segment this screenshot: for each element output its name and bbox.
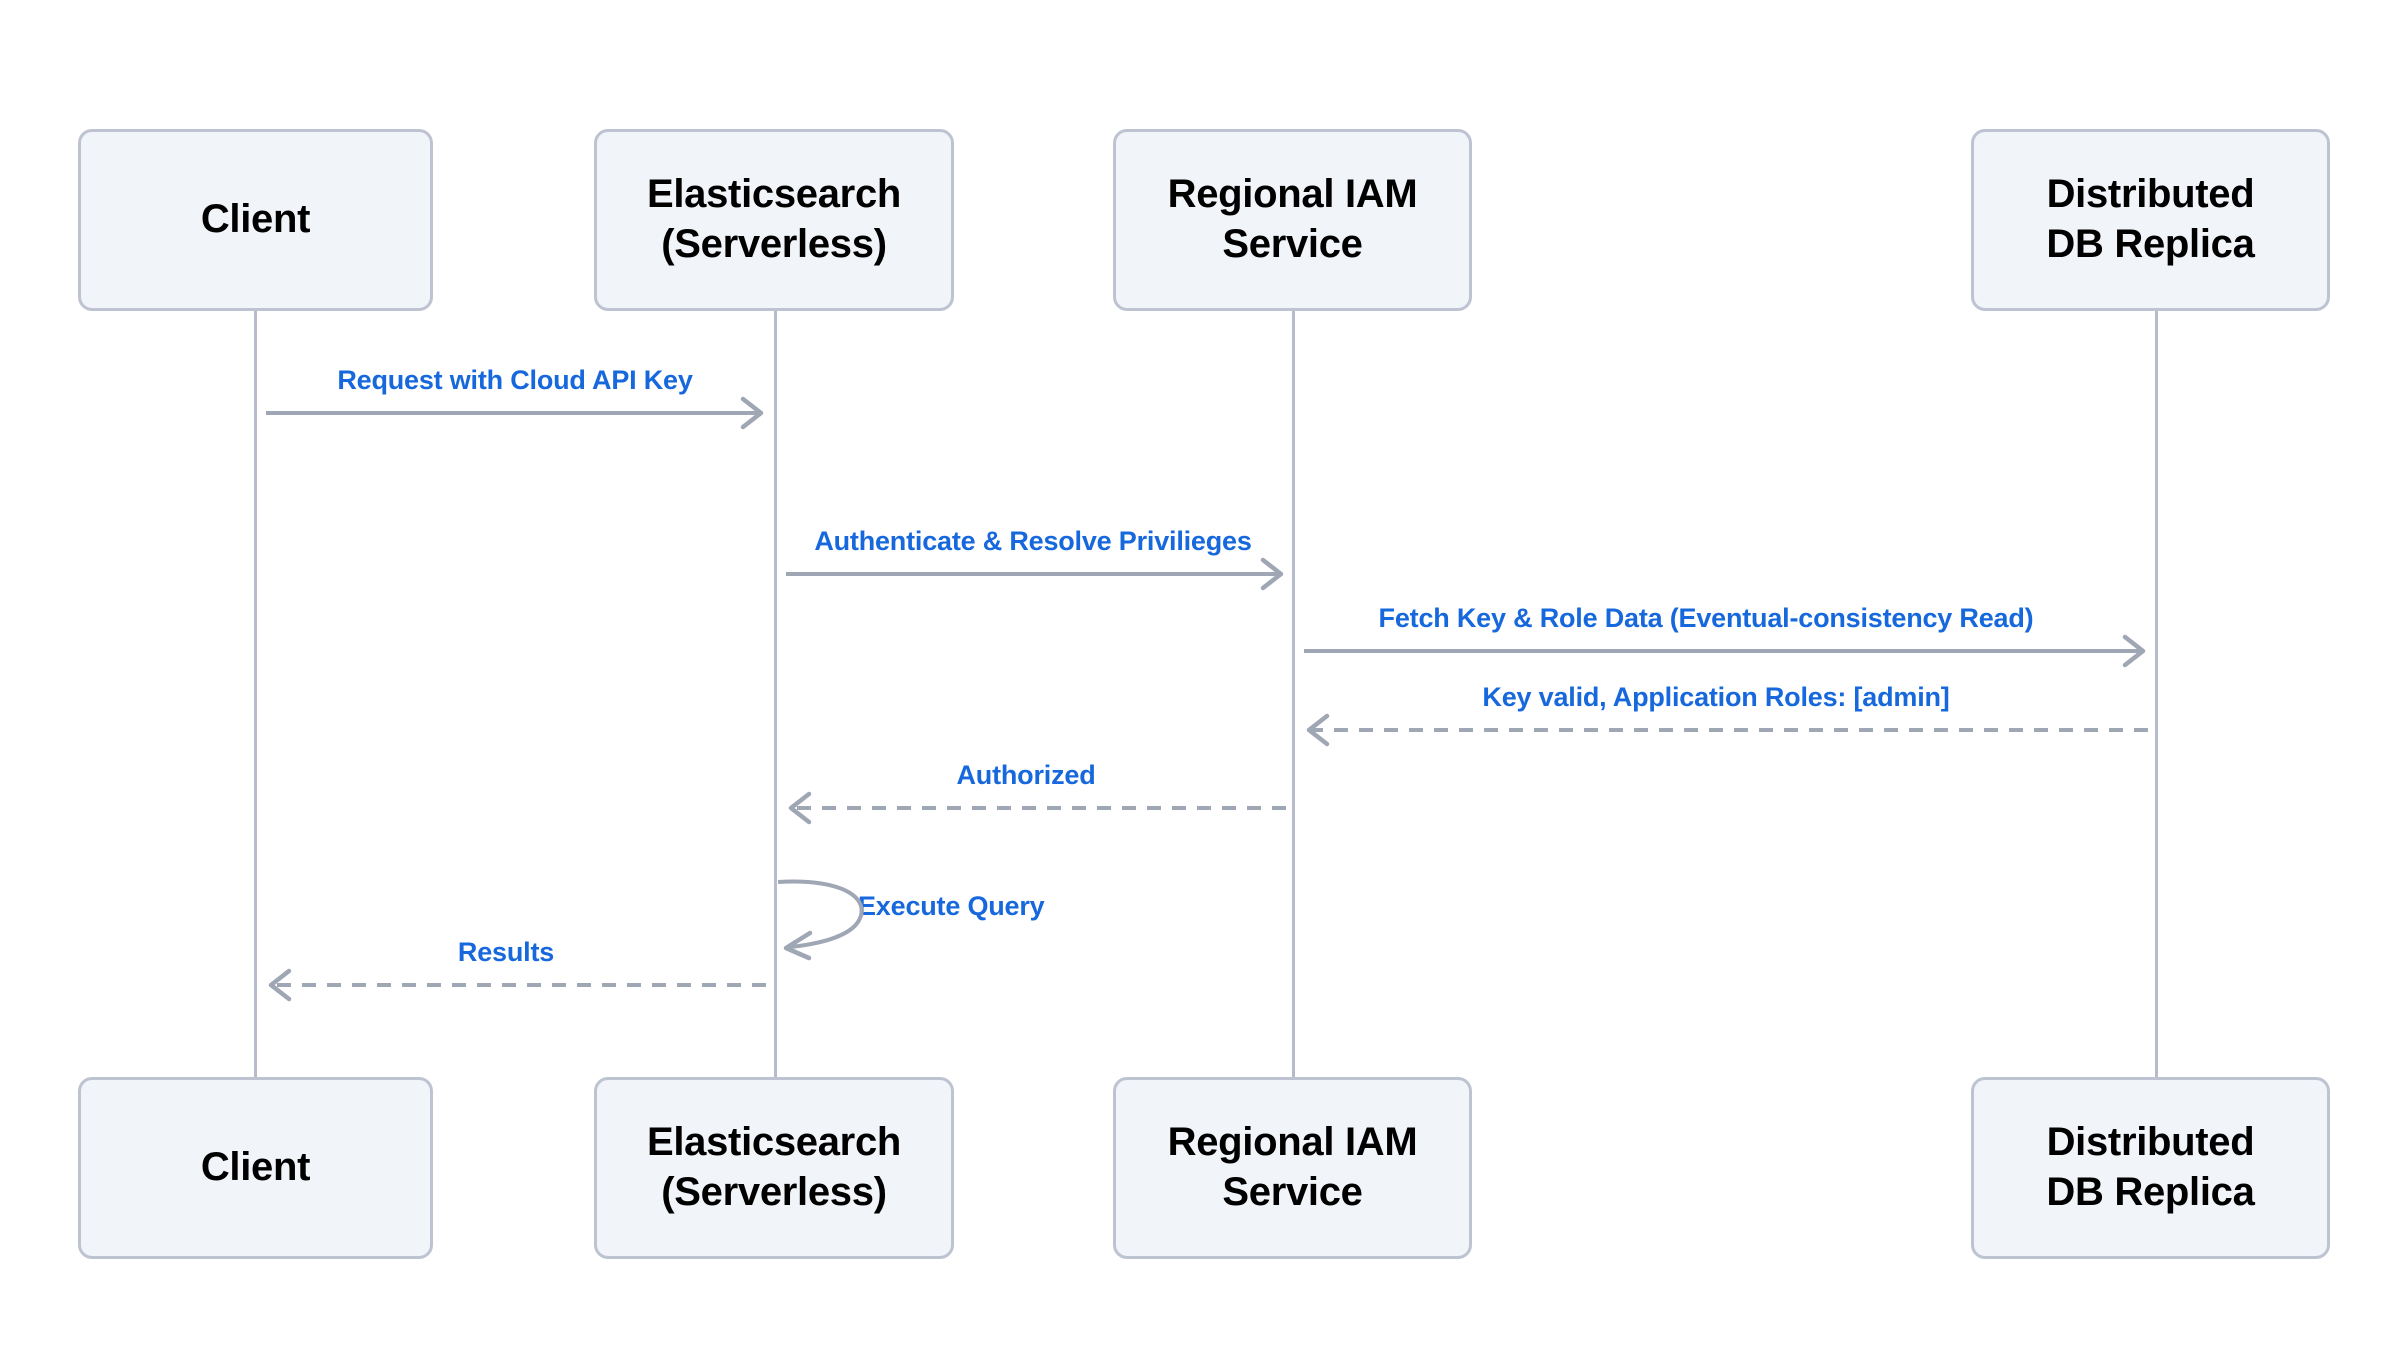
participant-elasticsearch-bottom[interactable]: Elasticsearch (Serverless)	[594, 1077, 954, 1259]
message-arrow-execute-query-self-loop	[777, 879, 864, 961]
lifeline-db	[2155, 310, 2158, 1090]
participant-db-bottom[interactable]: Distributed DB Replica	[1971, 1077, 2330, 1259]
participant-client-top[interactable]: Client	[78, 129, 433, 311]
message-label-results: Results	[457, 937, 555, 967]
message-arrow-request-with-cloud-api-key	[266, 396, 764, 430]
message-arrow-results	[268, 968, 766, 1002]
participant-label: Client	[200, 1145, 311, 1190]
message-arrow-key-valid-application-roles	[1306, 713, 2148, 747]
message-arrow-fetch-key-role-data	[1304, 634, 2146, 668]
participant-label: Regional IAM Service	[1167, 172, 1418, 266]
participant-label: Regional IAM Service	[1167, 1120, 1418, 1214]
message-label-authorized: Authorized	[956, 760, 1096, 790]
message-label-key-valid-application-roles: Key valid, Application Roles: [admin]	[1482, 682, 1950, 712]
participant-label: Distributed DB Replica	[2046, 1120, 2255, 1214]
message-arrow-authorized	[788, 791, 1286, 825]
lifeline-iam	[1292, 310, 1295, 1090]
lifeline-client	[254, 310, 257, 1090]
participant-elasticsearch-top[interactable]: Elasticsearch (Serverless)	[594, 129, 954, 311]
participant-client-bottom[interactable]: Client	[78, 1077, 433, 1259]
message-label-execute-query: Execute Query	[858, 891, 1045, 921]
message-arrow-authenticate-resolve-privilieges	[786, 557, 1284, 591]
participant-db-top[interactable]: Distributed DB Replica	[1971, 129, 2330, 311]
participant-label: Distributed DB Replica	[2046, 172, 2255, 266]
participant-label: Elasticsearch (Serverless)	[646, 1120, 902, 1214]
message-label-request-with-cloud-api-key: Request with Cloud API Key	[337, 365, 693, 395]
lifeline-elasticsearch	[774, 310, 777, 1090]
participant-label: Elasticsearch (Serverless)	[646, 172, 902, 266]
participant-iam-bottom[interactable]: Regional IAM Service	[1113, 1077, 1472, 1259]
message-label-fetch-key-role-data: Fetch Key & Role Data (Eventual-consiste…	[1378, 603, 2034, 633]
participant-iam-top[interactable]: Regional IAM Service	[1113, 129, 1472, 311]
message-label-authenticate-resolve-privilieges: Authenticate & Resolve Privilieges	[814, 526, 1252, 556]
participant-label: Client	[200, 197, 311, 242]
